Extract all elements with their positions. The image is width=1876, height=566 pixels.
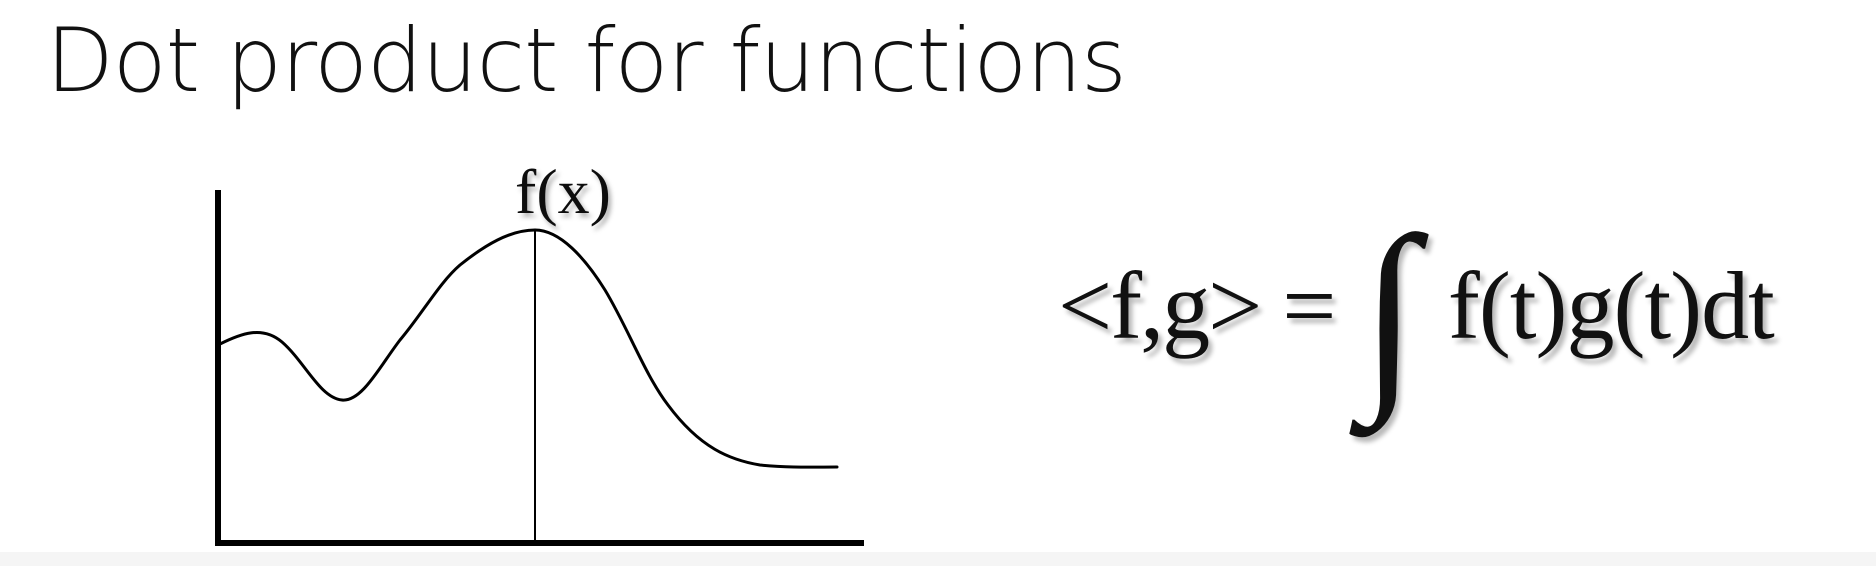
slide-title: Dot product for functions bbox=[46, 9, 1127, 112]
bottom-bar bbox=[0, 552, 1876, 566]
function-label: f(x) bbox=[515, 156, 611, 227]
integrand: f(t)g(t)dt bbox=[1447, 251, 1775, 359]
inner-product-formula: <f,g> = ∫ f(t)g(t)dt bbox=[1058, 205, 1775, 416]
function-curve bbox=[218, 228, 839, 469]
integral-sign: ∫ bbox=[1360, 195, 1418, 427]
equals-sign: = bbox=[1282, 251, 1337, 359]
inner-product-lhs: <f,g> bbox=[1058, 251, 1262, 359]
